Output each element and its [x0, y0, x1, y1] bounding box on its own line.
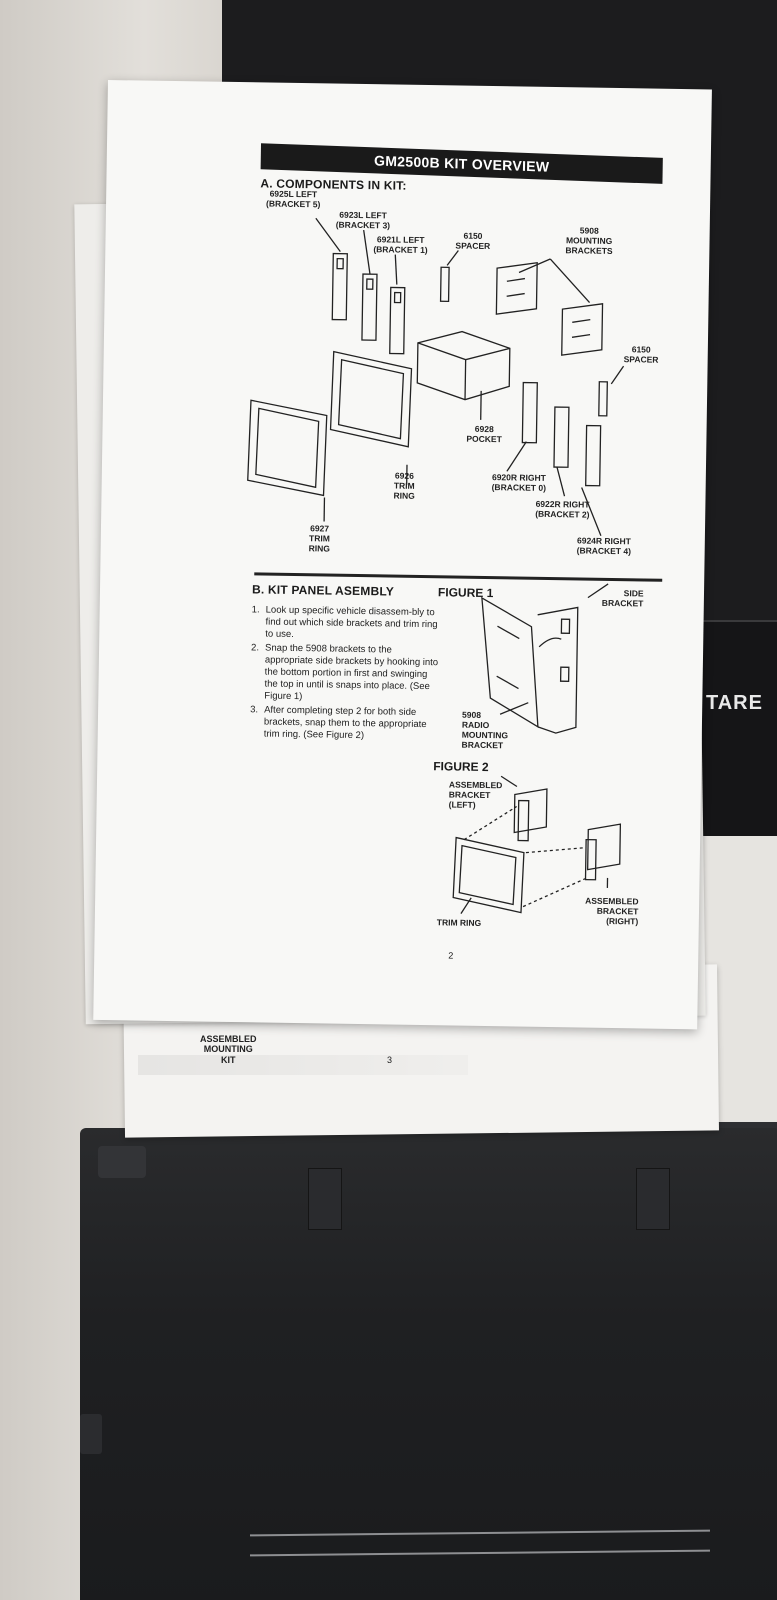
pocket-shape [416, 330, 511, 401]
leader-line [556, 466, 566, 497]
label-6923l: 6923L LEFT(BRACKET 3) [335, 209, 391, 231]
leader-line [315, 217, 341, 253]
figure1-side-bracket-shape [537, 606, 579, 734]
label-6920r: 6920R RIGHT(BRACKET 0) [491, 472, 547, 493]
trim-ring-6926-shape [329, 350, 413, 448]
bracket-peg-lower [80, 1414, 102, 1454]
label-6924r: 6924R RIGHT(BRACKET 4) [576, 535, 632, 557]
instruction-sheet: GM2500B KIT OVERVIEW A. COMPONENTS IN KI… [93, 80, 712, 1030]
figure1-title: FIGURE 1 [437, 585, 494, 601]
figure2-left-bracket-shape [513, 788, 548, 834]
under-sheet-label: ASSEMBLED MOUNTING KIT [200, 1034, 257, 1065]
leader-line [549, 258, 591, 304]
figure1-radio-bracket-shape [481, 596, 539, 729]
mounting-bracket-bottom-shape [561, 303, 604, 356]
bracket-3-shape [361, 273, 378, 341]
mounting-bracket-top-shape [495, 262, 538, 315]
spacer-left-shape [439, 266, 450, 303]
page-number: 2 [448, 950, 454, 961]
leader-line [394, 254, 398, 285]
leader-line [518, 258, 551, 274]
figure1-arrow [538, 637, 562, 648]
leader-line [610, 365, 625, 385]
under-sheet-page-number: 3 [387, 1055, 393, 1065]
spacer-right-shape [598, 381, 608, 417]
components-diagram [247, 217, 625, 914]
bracket-2-shape [553, 406, 570, 468]
leader-line [581, 487, 602, 537]
leader-line [587, 583, 609, 599]
bracket-tab-left [308, 1168, 342, 1230]
dark-box-edge [700, 620, 777, 838]
bracket-peg [98, 1146, 146, 1178]
figure2-right-bracket-shape [586, 823, 622, 871]
figure2-title: FIGURE 2 [433, 759, 489, 775]
step-item: 2.Snap the 5908 brackets to the appropri… [251, 641, 439, 703]
bracket-1-shape [389, 286, 406, 355]
label-6922r: 6922R RIGHT(BRACKET 2) [535, 498, 590, 520]
under-sheet-shadow [138, 1055, 468, 1075]
trim-ring-6927-shape [247, 399, 328, 497]
step-item: 1.Look up specific vehicle disassem-bly … [251, 604, 438, 641]
leader-line [446, 250, 459, 266]
assembly-steps: 1.Look up specific vehicle disassem-bly … [250, 604, 442, 744]
label-trim-ring: TRIM RING [436, 917, 482, 928]
bracket-0-shape [521, 381, 538, 444]
leader-line [499, 702, 529, 715]
figure2-trim-ring-shape [452, 836, 525, 914]
bracket-5-shape [331, 252, 348, 321]
leader-line [500, 775, 518, 788]
leader-line [363, 229, 371, 275]
bracket-tab-right [636, 1168, 670, 1230]
section-b-heading: B. KIT PANEL ASEMBLY [251, 582, 395, 599]
box-printed-text: TARE [706, 692, 763, 714]
leader-line [460, 897, 472, 914]
label-6921l: 6921L LEFT(BRACKET 1) [373, 234, 428, 256]
label-6925l: 6925L LEFT(BRACKET 5) [266, 188, 321, 210]
bracket-4-shape [585, 424, 602, 487]
leader-line [506, 441, 527, 472]
step-item: 3.After completing step 2 for both side … [250, 703, 427, 742]
